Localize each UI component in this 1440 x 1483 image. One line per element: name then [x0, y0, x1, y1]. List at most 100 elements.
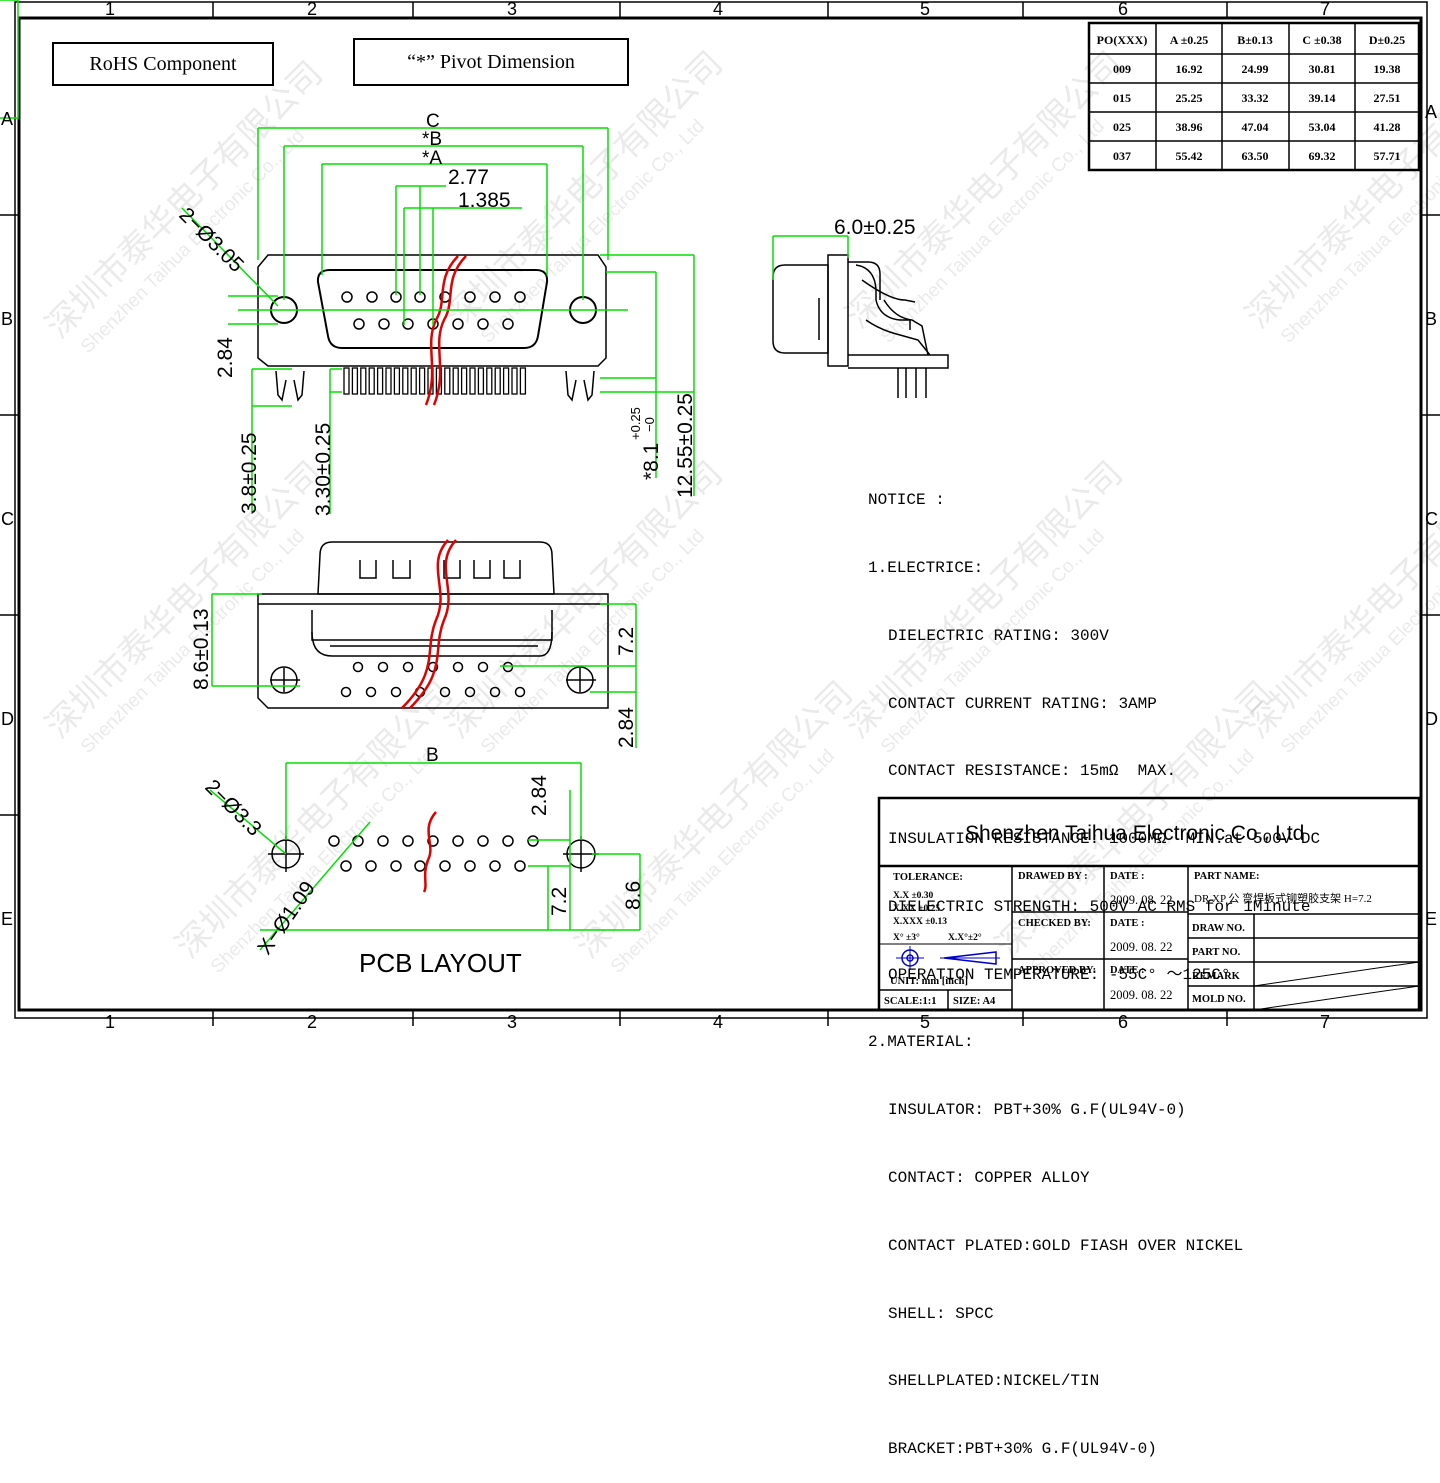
solder-lead [402, 367, 409, 395]
drawn-by-label: DRAWED BY : [1018, 871, 1088, 882]
date-label: DATE : [1110, 965, 1145, 976]
watermark-cn: 深圳市泰华电子有限公司 [839, 44, 1130, 335]
mold-no-label: MOLD NO. [1192, 994, 1246, 1005]
dim-c: C [426, 111, 440, 132]
table-cell: 19.38 [1374, 62, 1401, 76]
tolerance-label: TOLERANCE: [893, 872, 963, 883]
electric-heading: 1.ELECTRICE: [868, 558, 984, 577]
dim-pitch: 2.77 [448, 166, 489, 189]
table-cell: 55.42 [1176, 149, 1203, 163]
unit-label: UNIT: mm [inch] [890, 976, 968, 987]
solder-lead [460, 367, 468, 395]
row-letter: C [1425, 509, 1438, 529]
pcb-pin-hole [464, 860, 476, 872]
pin-hole [477, 661, 489, 673]
watermark-cn: 深圳市泰华电子有限公司 [169, 674, 460, 965]
pcb-pin-hole [427, 835, 439, 847]
dim-pcb-2-84: 2.84 [528, 775, 551, 816]
table-cell: 53.04 [1309, 120, 1336, 134]
inner-frame [17, 16, 1423, 1012]
pcb-pin-hole [340, 860, 352, 872]
table-cell: 30.81 [1309, 62, 1336, 76]
table-header: C ±0.38 [1302, 33, 1341, 47]
table-cell: 39.14 [1309, 91, 1336, 105]
table-cell: 16.92 [1176, 62, 1203, 76]
col-number: 1 [105, 0, 115, 19]
dim-half-pitch: 1.385 [458, 189, 511, 212]
dim-8-1-tol2: −0 [642, 417, 657, 432]
tolerance-angle-1: X° ±3° [893, 932, 920, 943]
pin-hole [464, 686, 476, 698]
solder-lead [494, 367, 501, 395]
part-no-label: PART NO. [1192, 947, 1241, 958]
col-number: 3 [507, 1012, 517, 1031]
dim-front-8-6: 8.6±0.13 [190, 608, 213, 690]
size-label: SIZE: A4 [953, 996, 996, 1007]
solder-lead [444, 367, 451, 395]
solder-lead [385, 367, 392, 395]
tolerance-xxx: X.XXX ±0.13 [893, 917, 947, 927]
row-letter: C [1, 509, 14, 529]
pcb-pin-hole [439, 860, 451, 872]
table-cell: 38.96 [1176, 120, 1203, 134]
material-item: INSULATOR: PBT+30% G.F(UL94V-0) [888, 1101, 1186, 1120]
table-cell: 25.25 [1176, 91, 1203, 105]
col-number: 7 [1320, 1012, 1330, 1031]
material-item: BRACKET:PBT+30% G.F(UL94V-0) [888, 1440, 1157, 1459]
row-letter: E [1, 909, 13, 929]
solder-lead [343, 367, 350, 395]
part-name: DR XP 公 弯焊板式铆塑胶支架 H=7.2 [1194, 891, 1372, 905]
col-number: 3 [507, 0, 517, 19]
table-cell: 47.04 [1242, 120, 1269, 134]
watermark-cn: 深圳市泰华电子有限公司 [39, 54, 330, 345]
dim-pcb-8-6: 8.6 [622, 881, 645, 910]
table-cell: 27.51 [1374, 91, 1401, 105]
pin-hole [390, 686, 402, 698]
company-name: Shenzhen Taihua Electronic Co., Ltd [965, 822, 1304, 845]
checked-by-label: CHECKED BY: [1018, 918, 1091, 929]
table-cell: 037 [1113, 149, 1131, 163]
material-heading: 2.MATERIAL: [868, 1033, 974, 1052]
pcb-pin-hole [514, 860, 526, 872]
pin-hole [353, 318, 365, 330]
electric-item: DIELECTRIC RATING: 300V [888, 626, 1109, 645]
notice-block: NOTICE : 1.ELECTRICE: DIELECTRIC RATING:… [868, 444, 1320, 1483]
title-block [877, 796, 1421, 1012]
pin-hole [477, 318, 489, 330]
row-letter: A [1, 109, 13, 129]
pcb-pin-hole [365, 860, 377, 872]
solder-lead [469, 367, 476, 395]
date-approved: 2009. 08. 22 [1110, 988, 1173, 1002]
pcb-pin-hole [477, 835, 489, 847]
dim-front-7-2: 7.2 [615, 627, 638, 656]
dim-pcb-hole: 2−Ø3.3 [200, 775, 265, 840]
solder-lead [360, 367, 367, 395]
pcb-pin-hole [402, 835, 414, 847]
solder-lead [410, 367, 417, 395]
col-number: 5 [920, 0, 930, 19]
pin-hole [489, 686, 501, 698]
dim-row-spacing: 2.84 [214, 337, 237, 378]
watermark-cn: 深圳市泰华电子有限公司 [39, 454, 330, 745]
col-number: 2 [307, 0, 317, 19]
solder-lead [511, 367, 518, 395]
table-cell: 33.32 [1242, 91, 1269, 105]
rohs-label: RoHS Component [52, 42, 274, 86]
table-cell: 025 [1113, 120, 1131, 134]
date-label: DATE : [1110, 871, 1145, 882]
pin-hole [514, 686, 526, 698]
solder-lead [368, 367, 375, 395]
row-letter: B [1425, 309, 1437, 329]
electric-item: CONTACT CURRENT RATING: 3AMP [888, 694, 1157, 713]
table-header: A ±0.25 [1170, 33, 1209, 47]
dim-8-1-tol: +0.25 [628, 407, 643, 440]
col-number: 5 [920, 1012, 930, 1031]
solder-lead [452, 367, 459, 395]
pcb-break-line [422, 811, 437, 893]
pin-hole [452, 318, 464, 330]
electric-item: CONTACT RESISTANCE: 15mΩ MAX. [888, 762, 1177, 781]
col-number: 4 [713, 1012, 723, 1031]
watermark-en: Shenzhen Taihua Electronic Co., Ltd [207, 746, 439, 978]
pcb-pin-hole [328, 835, 340, 847]
